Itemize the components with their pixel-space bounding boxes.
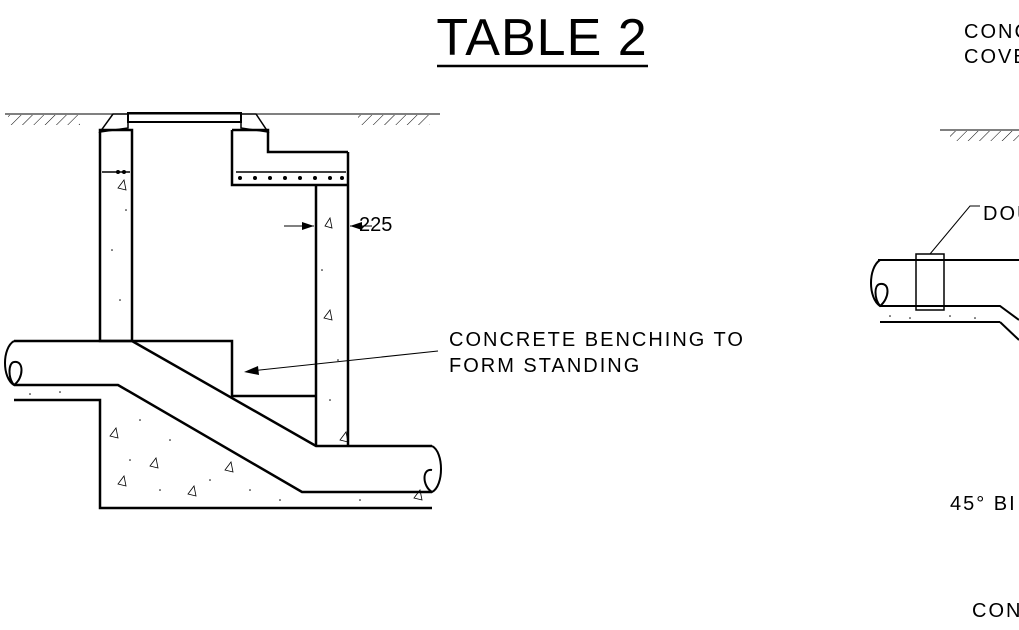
right-detail-cropped: CONC COVE DOU 45° BI CON <box>870 21 1019 622</box>
base-slab-outline <box>14 398 432 510</box>
dimension-arrowhead-right <box>350 222 362 230</box>
roof-slab-top <box>232 128 348 154</box>
benching-leader-arrowhead <box>244 366 259 375</box>
benching-outline <box>132 339 316 398</box>
pipe-bottom-edge <box>14 383 432 494</box>
cover-note-line2: COVE <box>964 46 1019 68</box>
roof-slab-underside <box>230 130 348 187</box>
cover-frame-left <box>98 113 129 133</box>
bend-label: 45° BI <box>950 493 1017 515</box>
right-pipe-break <box>870 259 889 308</box>
ground-hatch-left <box>8 115 80 125</box>
drawing-title: TABLE 2 <box>436 9 647 67</box>
dimension-arrowhead-left <box>302 222 314 230</box>
benching-leader-line <box>249 350 439 372</box>
left-wall <box>98 128 134 343</box>
concrete-aggregate <box>109 179 423 501</box>
pipe-break-right <box>423 445 442 494</box>
ground-hatch-right <box>358 115 430 125</box>
pipe-top-edge <box>14 339 432 448</box>
manhole-section-detail: 225 <box>4 112 745 510</box>
dou-leader-line <box>929 205 980 255</box>
right-pipe-bottom <box>880 305 1019 321</box>
pipe-break-left <box>4 340 23 387</box>
double-socket-joint <box>915 253 945 311</box>
right-pipe-bend <box>999 321 1019 341</box>
right-pipe-dots <box>889 315 976 319</box>
dou-label: DOU <box>983 203 1019 225</box>
benching-note-line2: FORM STANDING <box>449 355 641 377</box>
wall-thickness-dimension: 225 <box>359 214 392 236</box>
benching-note-line1: CONCRETE BENCHING TO <box>449 329 745 351</box>
right-ground-hatch <box>950 131 1019 141</box>
concrete-dots <box>29 170 361 501</box>
cover-note-line1: CONC <box>964 21 1019 43</box>
con-label: CON <box>972 600 1019 622</box>
